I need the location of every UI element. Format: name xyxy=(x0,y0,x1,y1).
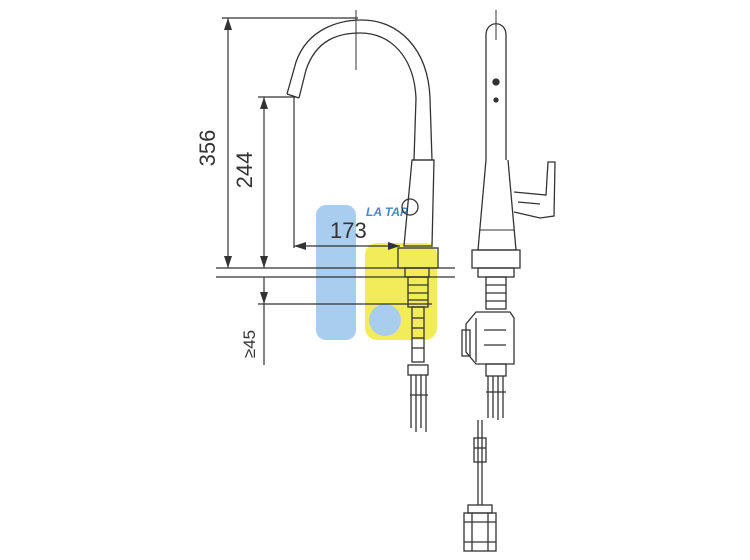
watermark-text: LA TAP xyxy=(366,205,409,219)
dimension-lines xyxy=(216,17,455,365)
dimension-spout-reach: 173 xyxy=(330,218,367,243)
watermark-blue-bar xyxy=(316,205,356,340)
dimension-spout-height: 244 xyxy=(232,152,257,189)
faucet-side-view xyxy=(286,10,439,432)
faucet-front-view xyxy=(461,10,556,552)
watermark-blue-dot xyxy=(369,304,401,336)
watermark-logo: LA TAP xyxy=(316,205,437,340)
dimension-deck-thickness: ≥45 xyxy=(240,330,259,358)
dimension-total-height: 356 xyxy=(195,130,220,167)
